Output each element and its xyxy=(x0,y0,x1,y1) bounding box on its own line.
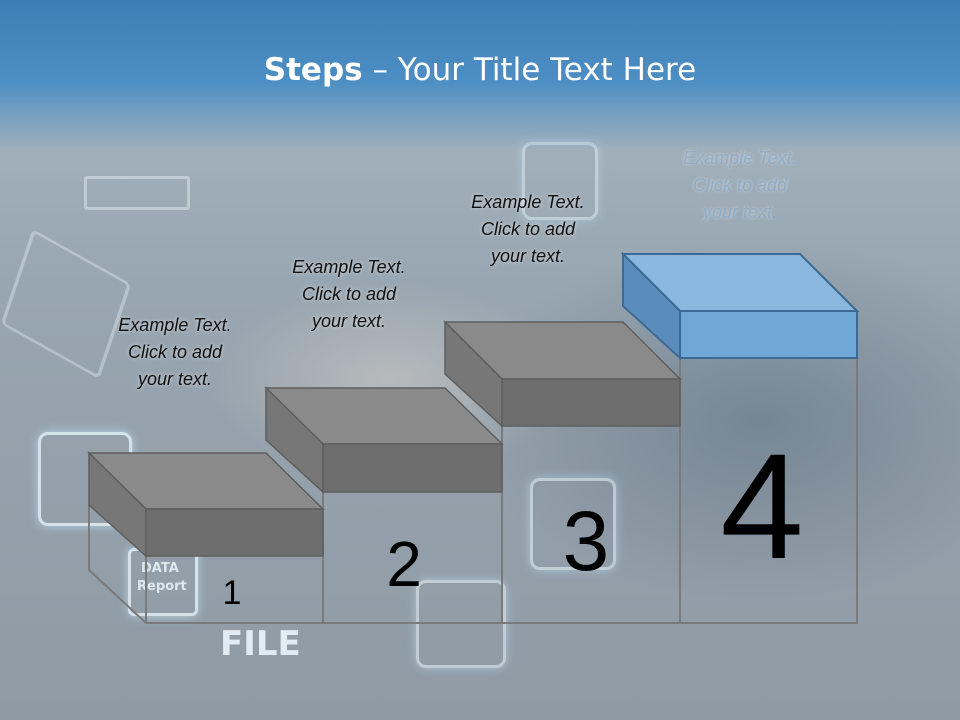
step-3-block[interactable] xyxy=(443,320,682,428)
file-label: FILE xyxy=(220,624,301,664)
title-bar xyxy=(0,0,960,150)
step-3-text[interactable]: Example Text. Click to add your text. xyxy=(471,192,585,266)
step-1-number: 1 xyxy=(223,574,242,612)
slide-title-bold: Steps xyxy=(263,52,363,88)
step-3-number: 3 xyxy=(563,494,610,588)
step-2-number: 2 xyxy=(386,528,422,600)
slide-title-rest: – Your Title Text Here xyxy=(362,52,697,88)
data-report-line1: DATA xyxy=(141,561,179,576)
data-report-line2: Report xyxy=(137,579,187,594)
slide-title[interactable]: Steps – Your Title Text Here xyxy=(0,52,960,88)
network-diagram-icon xyxy=(84,176,190,210)
step-1-block[interactable] xyxy=(87,451,325,558)
step-4-text[interactable]: Example Text. Click to add your text. xyxy=(683,148,797,222)
camera-app-icon xyxy=(530,478,616,570)
step-1-text[interactable]: Example Text. Click to add your text. xyxy=(118,315,232,389)
step-2-text[interactable]: Example Text. Click to add your text. xyxy=(292,257,406,331)
step-2-block[interactable] xyxy=(264,386,504,494)
step-4-block[interactable] xyxy=(620,251,860,361)
step-4-number: 4 xyxy=(720,422,803,590)
